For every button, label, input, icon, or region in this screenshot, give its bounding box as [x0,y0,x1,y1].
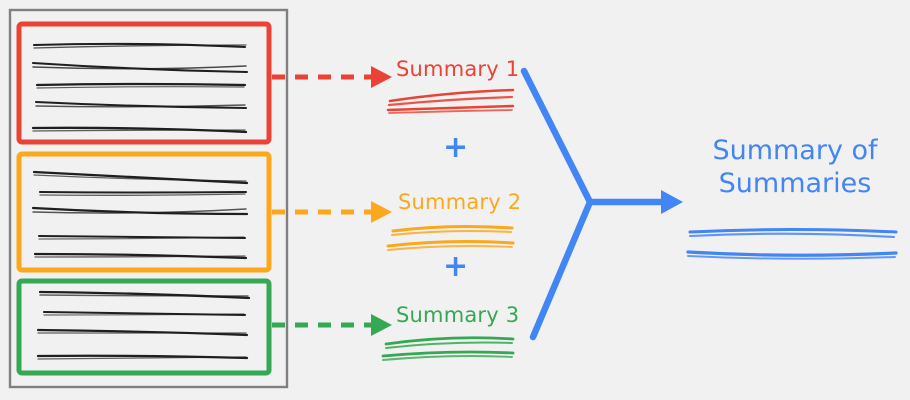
document-chunk-green[interactable] [16,278,272,376]
summary-2-label: Summary 2 [398,190,522,214]
plus-operator-2: + [443,249,469,284]
merge-branch-bottom [529,198,594,341]
merge-branch-top [520,67,594,206]
summary-3-scribble [381,336,515,361]
summary-2-scribble [386,225,515,251]
final-summary-title-line-2: Summaries [718,167,872,199]
final-summary-title-line-1: Summary of [712,135,878,166]
merge-arrow-head [661,190,683,214]
arrow-chunk-green-to-summary-3 [272,314,392,336]
arrow-chunk-red-to-summary-1 [272,66,392,88]
chunk-green-border [16,278,272,376]
summary-1-scribble [386,88,515,114]
summary-1-label: Summary 1 [396,57,520,81]
arrow-orange-head [371,201,392,223]
document-chunk-red[interactable] [16,21,272,145]
chunk-red-text-lines [31,42,249,134]
chunk-orange-text-lines [31,170,249,260]
final-summary-scribble [686,228,898,260]
merge-connector [520,67,683,341]
summary-3-label: Summary 3 [396,303,520,327]
plus-operator-1: + [443,130,469,165]
chunk-orange-border [16,151,272,273]
document-chunk-orange[interactable] [16,151,272,273]
arrow-red-head [371,66,392,88]
chunk-green-text-lines [36,290,251,360]
chunk-red-border [16,21,272,145]
arrow-green-head [371,314,392,336]
arrow-chunk-orange-to-summary-2 [272,201,392,223]
final-summary-title: Summary of Summaries [700,135,890,201]
